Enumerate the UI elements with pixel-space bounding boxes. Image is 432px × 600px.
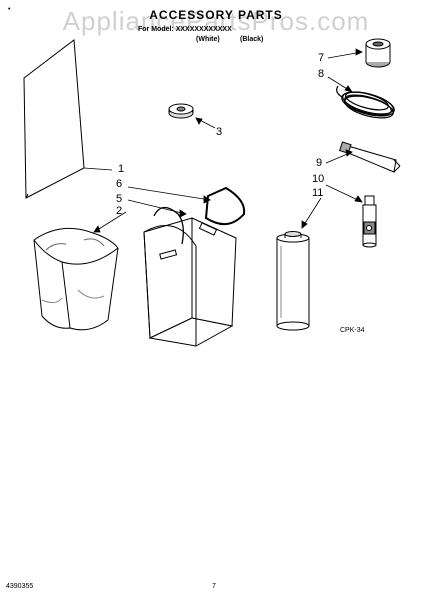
part-container	[143, 206, 237, 347]
callout-3: 3	[216, 126, 223, 138]
model-line: For Model: XXXXXXXXXXXX	[138, 26, 232, 33]
part-aerosol-can	[276, 231, 310, 331]
page-title: ACCESSORY PARTS	[149, 8, 283, 22]
callout-2: 2	[116, 205, 123, 217]
part-bottle	[362, 195, 377, 248]
part-bag-liner	[33, 227, 119, 331]
leader-lines	[83, 48, 363, 233]
part-gasket	[204, 186, 246, 225]
callout-6: 6	[116, 178, 123, 190]
document-number: 4390355	[6, 583, 34, 590]
drawing-code: CPK-34	[340, 327, 365, 334]
callout-10: 10	[312, 173, 325, 185]
callout-9: 9	[316, 157, 323, 169]
part-grommet	[168, 103, 194, 119]
page-number: 7	[212, 583, 216, 590]
callout-7: 7	[318, 52, 325, 64]
part-tape-roll	[365, 38, 391, 68]
watermark: AppliancePartsPros.com	[62, 6, 370, 36]
color-white-label: (White)	[196, 36, 220, 43]
callout-8: 8	[318, 68, 325, 80]
callout-5: 5	[116, 193, 123, 205]
part-coiled-cord	[336, 85, 395, 119]
callout-11: 11	[312, 187, 324, 199]
callout-1: 1	[118, 163, 125, 175]
corner-mark: •	[8, 6, 11, 13]
part-sheet-panel	[23, 39, 85, 199]
part-grease-tube	[339, 141, 401, 173]
color-black-label: (Black)	[240, 36, 264, 43]
